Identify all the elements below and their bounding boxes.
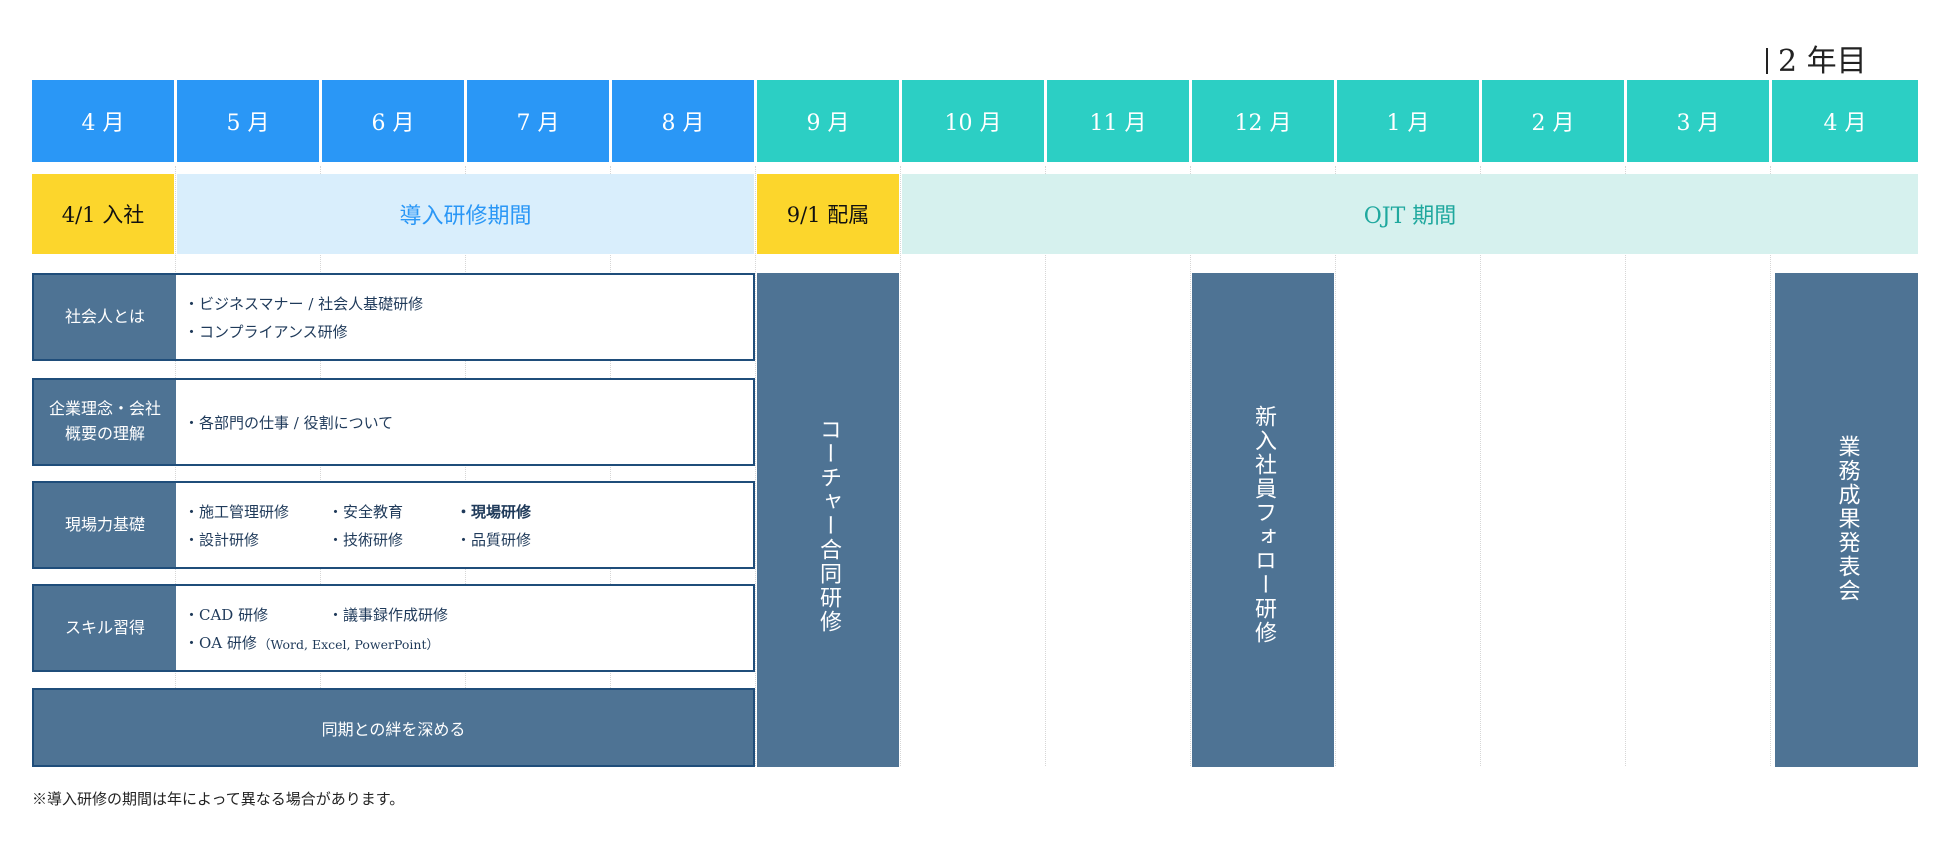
row-label: 企業理念・会社概要の理解: [34, 380, 176, 464]
row-label: 社会人とは: [34, 275, 176, 359]
column-guide: [1770, 166, 1771, 766]
column-guide: [900, 166, 901, 766]
month-header-jan: 1 月: [1337, 80, 1479, 162]
peer-bonding-row: 同期との絆を深める: [32, 688, 755, 767]
column-guide: [1190, 166, 1191, 766]
list-item: ・ビジネスマナー / 社会人基礎研修: [184, 295, 424, 313]
month-header-apr-2: 4 月: [1772, 80, 1918, 162]
month-header-apr: 4 月: [32, 80, 174, 162]
list-item: ・施工管理研修: [184, 503, 290, 521]
row-body: ・施工管理研修 ・安全教育 ・現場研修 ・設計研修 ・技術研修 ・品質研修: [176, 483, 753, 567]
column-guide: [320, 166, 321, 766]
list-item: ・設計研修: [184, 531, 260, 549]
training-row-site-skills: 現場力基礎 ・施工管理研修 ・安全教育 ・現場研修 ・設計研修 ・技術研修 ・品…: [32, 481, 755, 569]
intro-training-period: 導入研修期間: [177, 174, 754, 254]
footnote: ※導入研修の期間は年によって異なる場合があります。: [32, 790, 405, 808]
year-label-text: 2 年目: [1778, 44, 1867, 79]
month-header-feb: 2 月: [1482, 80, 1624, 162]
column-guide: [175, 166, 176, 766]
year-two-label: 2 年目: [1766, 36, 1867, 80]
month-header-may: 5 月: [177, 80, 319, 162]
month-header-dec: 12 月: [1192, 80, 1334, 162]
new-employee-followup-bar: 新入社員フォロー研修: [1192, 273, 1334, 767]
month-header-jul: 7 月: [467, 80, 609, 162]
list-item: ・現場研修: [456, 503, 532, 521]
column-guide: [465, 166, 466, 766]
join-date-badge: 4/1 入社: [32, 174, 174, 254]
month-header-jun: 6 月: [322, 80, 464, 162]
coacher-joint-training-bar: コーチャー合同研修: [757, 273, 899, 767]
ojt-period: OJT 期間: [902, 174, 1918, 254]
results-presentation-bar: 業務成果発表会: [1775, 273, 1918, 767]
month-header-nov: 11 月: [1047, 80, 1189, 162]
column-guide: [1045, 166, 1046, 766]
assignment-date-badge: 9/1 配属: [757, 174, 899, 254]
new-employee-followup-label: 新入社員フォロー研修: [1251, 405, 1276, 645]
year-divider: [1766, 48, 1768, 74]
list-item-note: （Word, Excel, PowerPoint）: [258, 637, 439, 652]
row-body: ・各部門の仕事 / 役割について: [176, 380, 753, 464]
list-item: ・OA 研修: [184, 634, 257, 652]
coacher-joint-training-label: コーチャー合同研修: [816, 418, 841, 634]
row-label: スキル習得: [34, 586, 176, 670]
list-item: ・議事録作成研修: [328, 606, 449, 624]
training-row-skill-acquisition: スキル習得 ・CAD 研修 ・議事録作成研修 ・OA 研修 （Word, Exc…: [32, 584, 755, 672]
month-header-aug: 8 月: [612, 80, 754, 162]
list-item: ・CAD 研修: [184, 606, 269, 624]
month-header-sep: 9 月: [757, 80, 899, 162]
row-label: 現場力基礎: [34, 483, 176, 567]
training-row-business-basics: 社会人とは ・ビジネスマナー / 社会人基礎研修 ・コンプライアンス研修: [32, 273, 755, 361]
row-body: ・ビジネスマナー / 社会人基礎研修 ・コンプライアンス研修: [176, 275, 753, 359]
row-body: ・CAD 研修 ・議事録作成研修 ・OA 研修 （Word, Excel, Po…: [176, 586, 753, 670]
column-guide: [1335, 166, 1336, 766]
list-item: ・安全教育: [328, 503, 404, 521]
column-guide: [755, 166, 756, 766]
list-item: ・技術研修: [328, 531, 404, 549]
results-presentation-label: 業務成果発表会: [1834, 435, 1860, 603]
training-row-company-philosophy: 企業理念・会社概要の理解 ・各部門の仕事 / 役割について: [32, 378, 755, 466]
list-item: ・品質研修: [456, 531, 532, 549]
column-guide: [1625, 166, 1626, 766]
list-item: ・各部門の仕事 / 役割について: [184, 414, 394, 432]
column-guide: [610, 166, 611, 766]
list-item: ・コンプライアンス研修: [184, 323, 348, 341]
month-header-oct: 10 月: [902, 80, 1044, 162]
column-guide: [1480, 166, 1481, 766]
month-header-mar: 3 月: [1627, 80, 1769, 162]
